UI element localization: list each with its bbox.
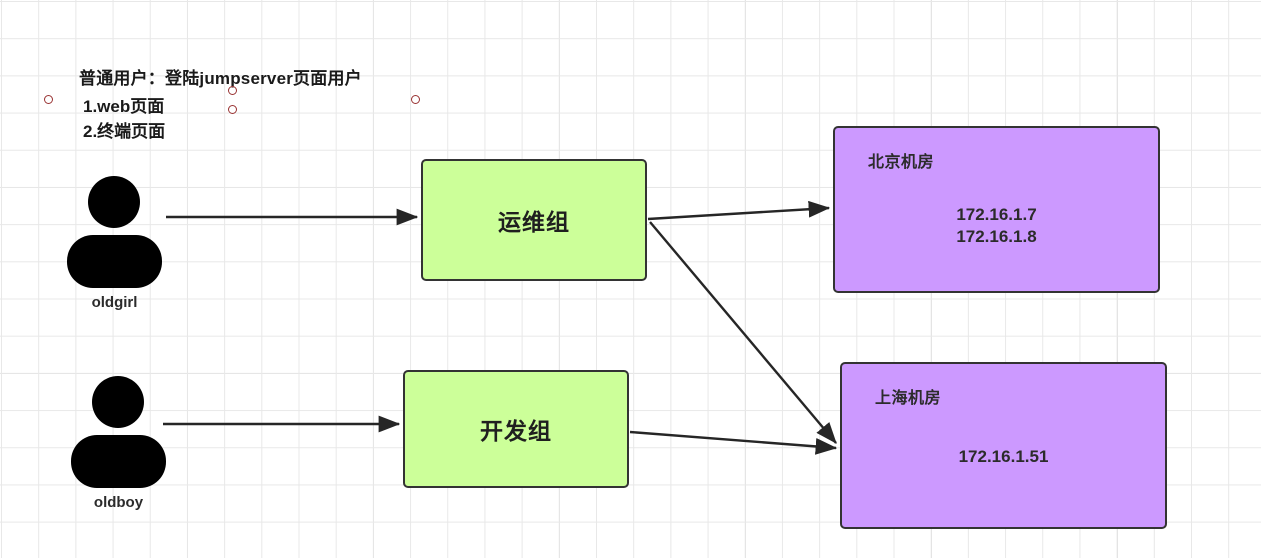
datacenter-title: 上海机房	[875, 390, 942, 407]
circle-marker	[228, 105, 237, 114]
note-line-2: 2.终端页面	[83, 122, 166, 141]
person-icon-body	[67, 235, 162, 288]
group-box-dev: 开发组	[403, 370, 629, 488]
datacenter-ip-list: 172.16.1.7 172.16.1.8	[835, 204, 1158, 248]
arrow-dev-to-shanghai	[629, 430, 838, 455]
group-box-ops: 运维组	[421, 159, 647, 281]
user-label: oldboy	[93, 494, 144, 511]
person-icon-head	[88, 176, 140, 228]
ip-address: 172.16.1.8	[956, 227, 1037, 246]
datacenter-box-beijing: 北京机房 172.16.1.7 172.16.1.8	[833, 126, 1160, 293]
arrow-ops-to-shanghai	[649, 221, 837, 444]
person-icon-head	[92, 376, 144, 428]
datacenter-ip-list: 172.16.1.51	[842, 446, 1165, 468]
user-label: oldgirl	[91, 294, 138, 311]
person-icon-body	[71, 435, 166, 488]
datacenter-title: 北京机房	[868, 154, 935, 171]
arrow-ops-to-beijing	[647, 200, 831, 221]
note-title: 普通用户：登陆jumpserver页面用户	[79, 69, 362, 88]
note-line-1: 1.web页面	[83, 97, 165, 116]
circle-marker	[411, 95, 420, 104]
ip-address: 172.16.1.51	[958, 447, 1049, 466]
circle-marker	[228, 86, 237, 95]
ip-address: 172.16.1.7	[956, 205, 1037, 224]
group-label: 运维组	[498, 209, 570, 235]
circle-marker	[44, 95, 53, 104]
group-label: 开发组	[480, 418, 552, 444]
datacenter-box-shanghai: 上海机房 172.16.1.51	[840, 362, 1167, 529]
